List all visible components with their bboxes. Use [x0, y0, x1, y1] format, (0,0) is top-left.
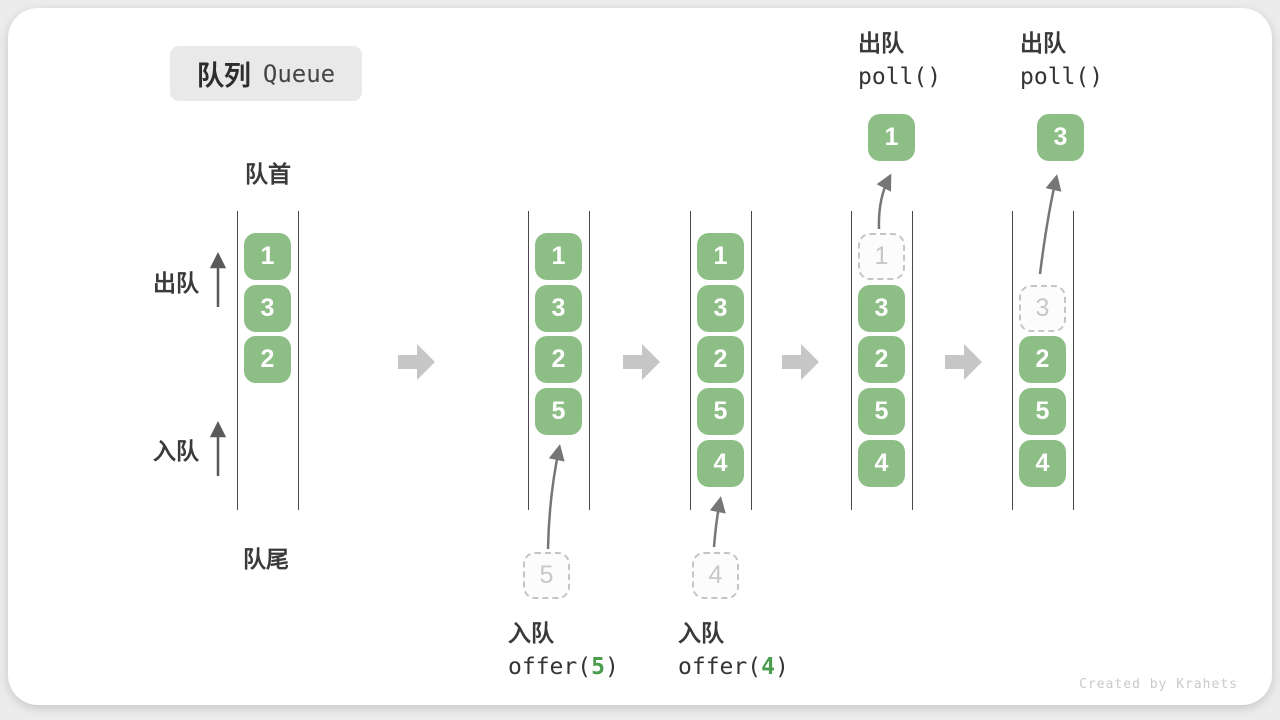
queue-item: 5 [697, 388, 744, 435]
title-zh: 队列 [196, 61, 251, 91]
poll-1-caption-zh: 出队 [858, 30, 904, 56]
queue-item: 2 [535, 336, 582, 383]
polled-item: 1 [868, 114, 915, 161]
poll-2-caption-zh: 出队 [1020, 30, 1066, 56]
queue-item: 2 [858, 336, 905, 383]
poll-2-caption-code: poll() [1020, 64, 1104, 90]
watermark: Created by Krahets [1079, 677, 1238, 692]
queue-item: 5 [858, 388, 905, 435]
enqueue-5-caption: 入队 offer(5) [508, 618, 619, 682]
queue-item: 2 [697, 336, 744, 383]
queue-column-state-4 [851, 211, 913, 510]
queue-item: 3 [244, 285, 291, 332]
enqueue-5-caption-code: offer(5) [508, 654, 619, 680]
queue-column-state-1 [237, 211, 299, 510]
queue-item: 3 [535, 285, 582, 332]
queue-item: 5 [1019, 388, 1066, 435]
dequeue-side-label: 出队 [153, 270, 199, 296]
incoming-item-ghost: 4 [692, 552, 739, 599]
queue-item: 5 [535, 388, 582, 435]
removed-item-ghost: 1 [858, 233, 905, 280]
poll-1-caption-code: poll() [858, 64, 942, 90]
enqueue-side-label: 入队 [153, 438, 199, 464]
enqueue-4-caption-code: offer(4) [678, 654, 789, 680]
title-en: Queue [262, 59, 336, 88]
queue-column-state-5 [1012, 211, 1074, 510]
removed-item-ghost: 3 [1019, 285, 1066, 332]
queue-item: 4 [697, 440, 744, 487]
diagram-card [8, 8, 1272, 705]
queue-item: 1 [244, 233, 291, 280]
polled-item: 3 [1037, 114, 1084, 161]
queue-item: 3 [858, 285, 905, 332]
enqueue-4-caption: 入队 offer(4) [678, 618, 789, 682]
queue-item: 4 [1019, 440, 1066, 487]
queue-item: 1 [535, 233, 582, 280]
queue-item: 3 [697, 285, 744, 332]
queue-item: 2 [1019, 336, 1066, 383]
enqueue-5-arg: 5 [591, 654, 605, 680]
queue-item: 4 [858, 440, 905, 487]
queue-column-state-2 [528, 211, 590, 510]
enqueue-5-caption-zh: 入队 [508, 620, 554, 646]
queue-front-label: 队首 [245, 161, 291, 187]
diagram-title: 队列 Queue [170, 46, 362, 101]
queue-item: 1 [697, 233, 744, 280]
enqueue-4-caption-zh: 入队 [678, 620, 724, 646]
enqueue-4-arg: 4 [761, 654, 775, 680]
poll-1-caption: 出队 poll() [858, 28, 941, 92]
queue-rear-label: 队尾 [243, 546, 289, 572]
poll-2-caption: 出队 poll() [1020, 28, 1103, 92]
incoming-item-ghost: 5 [523, 552, 570, 599]
queue-item: 2 [244, 336, 291, 383]
queue-column-state-3 [690, 211, 752, 510]
